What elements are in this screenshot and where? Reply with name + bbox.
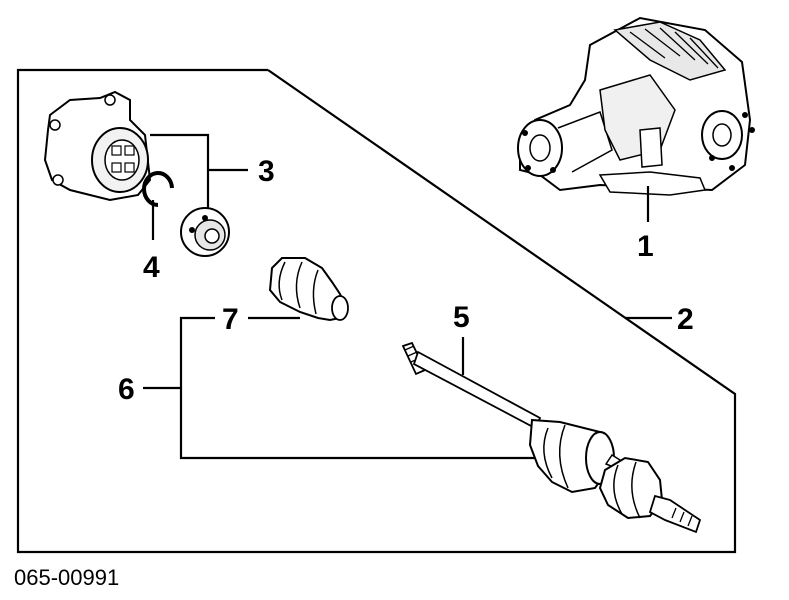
bearing[interactable] bbox=[180, 207, 230, 257]
differential-carrier[interactable] bbox=[517, 16, 755, 196]
snap-ring[interactable] bbox=[142, 171, 174, 207]
side-gear-housing[interactable] bbox=[43, 90, 152, 202]
callout-3: 3 bbox=[258, 155, 275, 188]
callout-2: 2 bbox=[677, 303, 694, 336]
leader-3-bracket bbox=[150, 133, 210, 208]
assembly-frame bbox=[16, 68, 737, 554]
part-number: 065-00991 bbox=[14, 565, 119, 590]
leader-6-bracket bbox=[179, 316, 548, 460]
cv-boot[interactable] bbox=[268, 257, 349, 322]
callout-6: 6 bbox=[118, 373, 135, 406]
callout-5: 5 bbox=[453, 301, 470, 334]
drive-shaft[interactable] bbox=[401, 341, 702, 534]
callout-1: 1 bbox=[637, 230, 654, 263]
callout-4: 4 bbox=[143, 251, 160, 284]
callout-7: 7 bbox=[222, 303, 239, 336]
